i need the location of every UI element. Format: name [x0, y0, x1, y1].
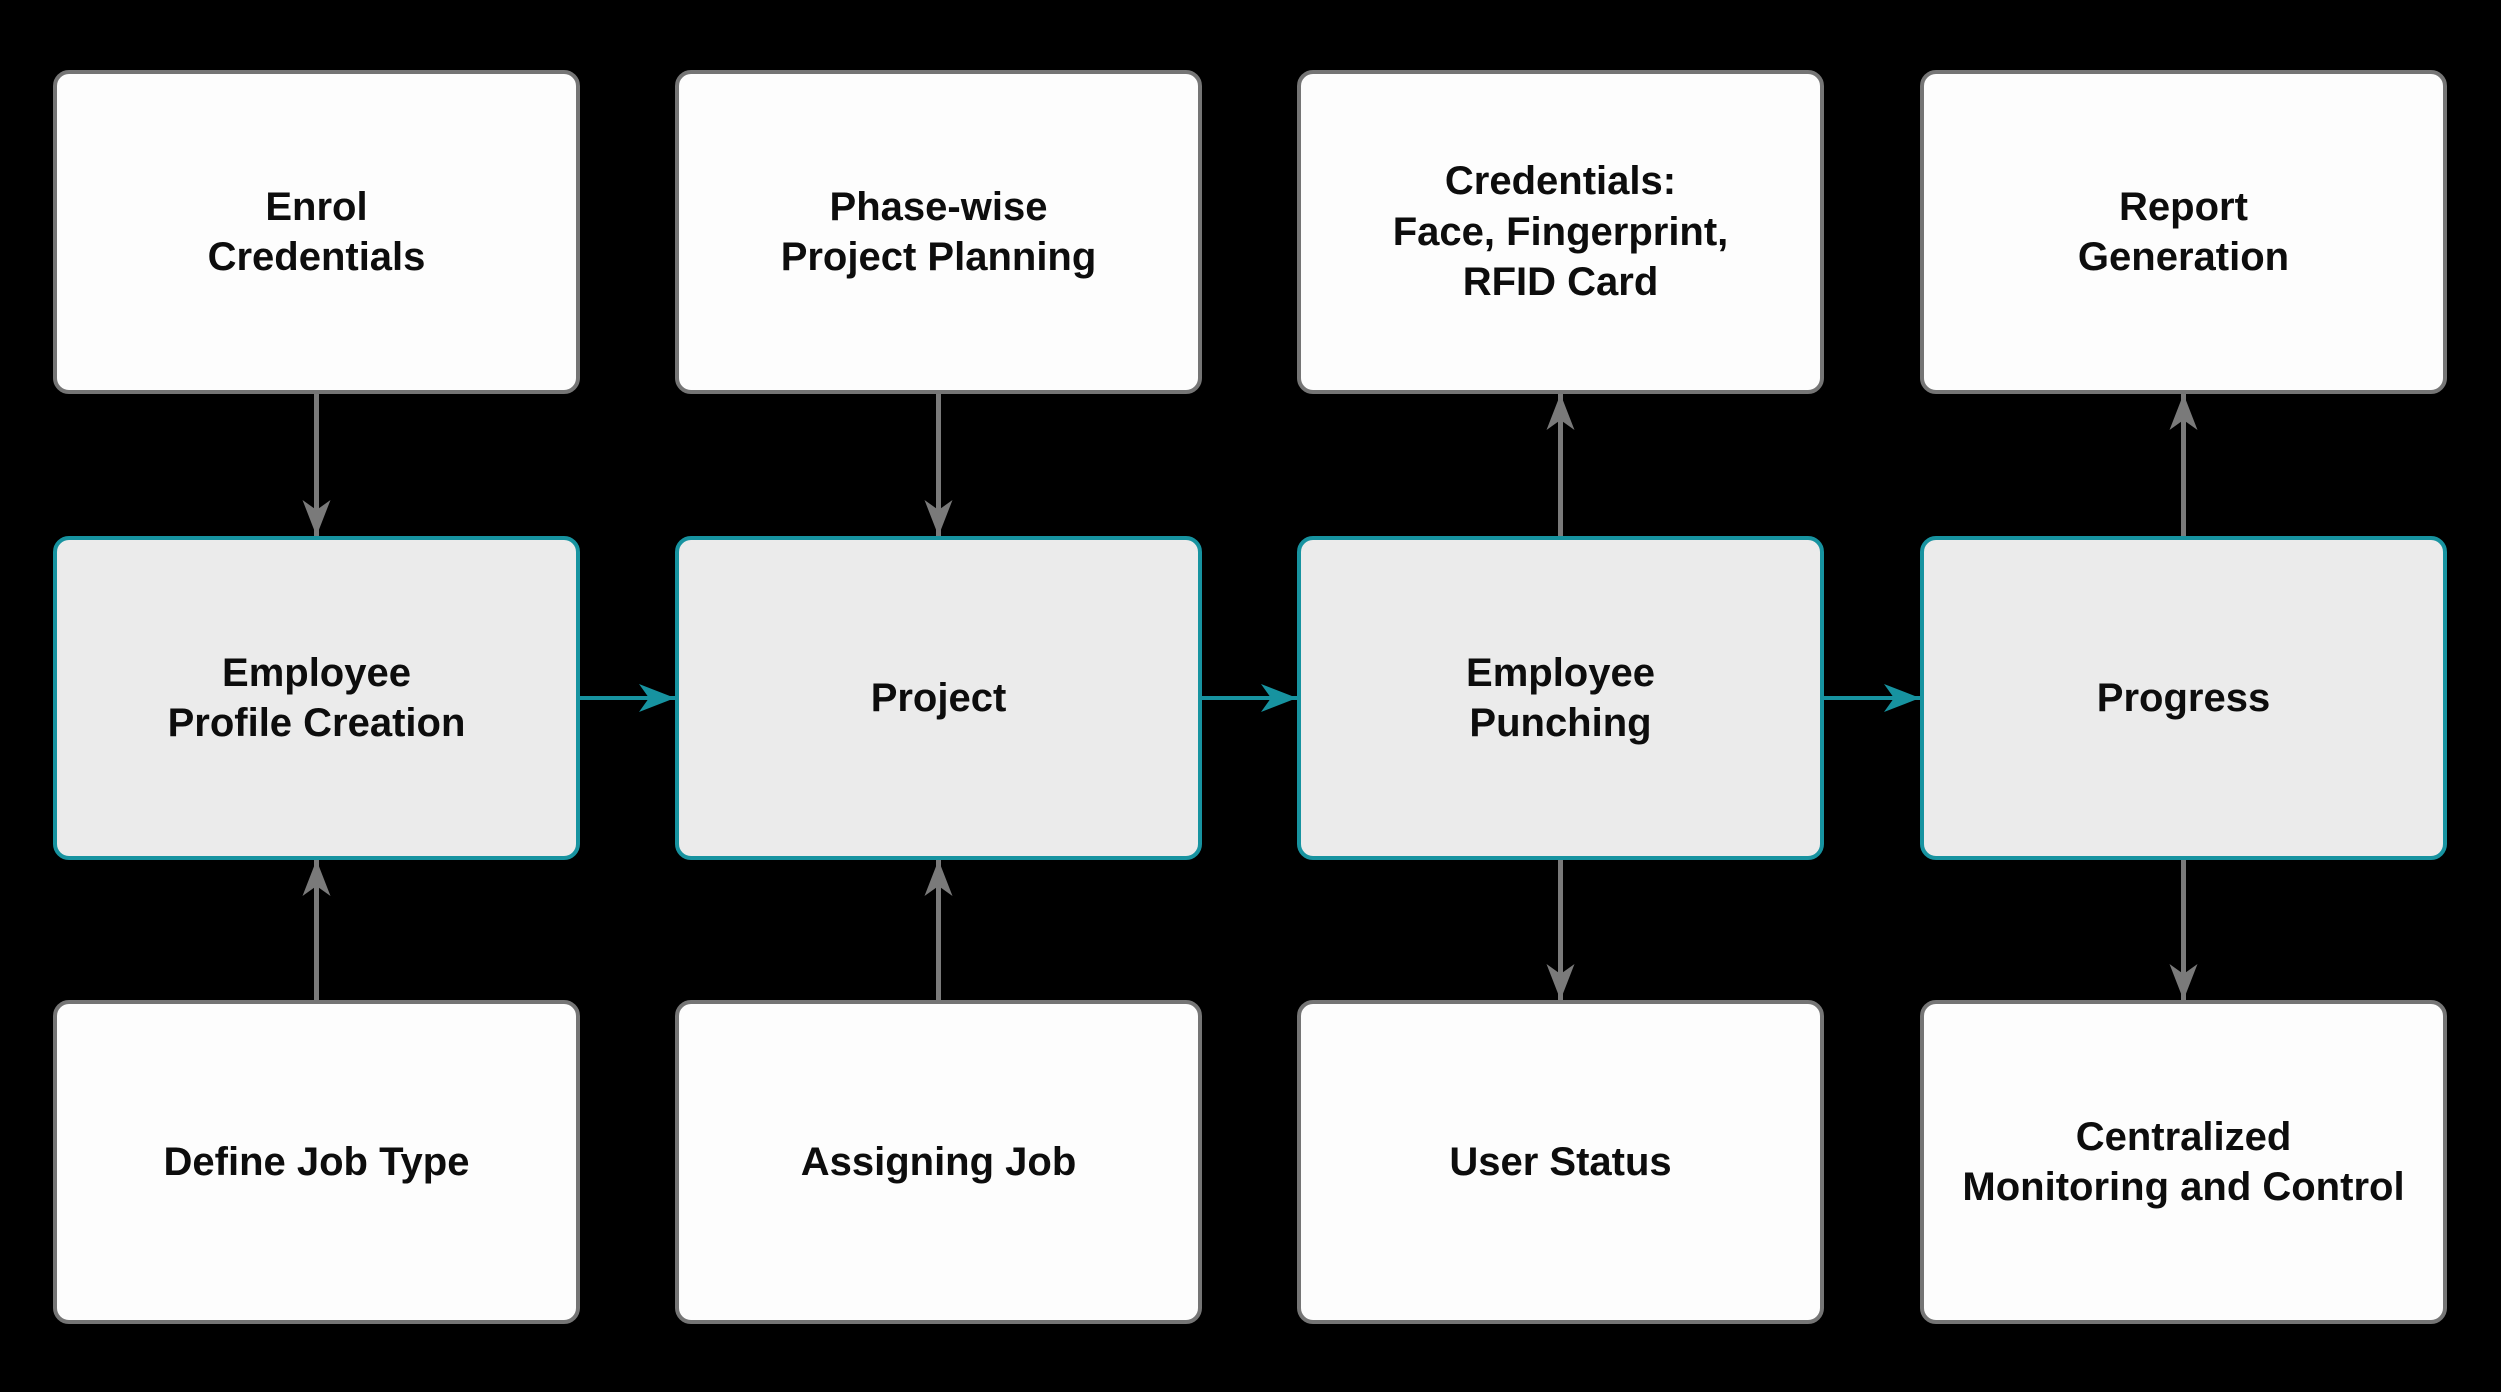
node-user-status: User Status [1297, 1000, 1824, 1324]
node-label: Employee Profile Creation [167, 650, 466, 745]
node-employee-profile-creation: Employee Profile Creation [53, 536, 580, 860]
node-define-job-type: Define Job Type [53, 1000, 580, 1324]
node-label: Centralized Monitoring and Control [1962, 1114, 2405, 1209]
node-label: User Status [1449, 1139, 1672, 1184]
node-label: Credentials: Face, Fingerprint, RFID Car… [1392, 159, 1729, 305]
node-label: Report Generation [2077, 184, 2290, 279]
node-report-generation: Report Generation [1920, 70, 2447, 394]
node-progress: Progress [1920, 536, 2447, 860]
node-label: Progress [2096, 675, 2271, 720]
node-label: Enrol Credentials [207, 184, 426, 279]
node-centralized-monitoring-and-control: Centralized Monitoring and Control [1920, 1000, 2447, 1324]
node-label: Define Job Type [163, 1139, 470, 1184]
node-credentials-face-fingerprint-rfid: Credentials: Face, Fingerprint, RFID Car… [1297, 70, 1824, 394]
node-assigning-job: Assigning Job [675, 1000, 1202, 1324]
node-label: Project [870, 675, 1007, 720]
node-enrol-credentials: Enrol Credentials [53, 70, 580, 394]
node-phase-wise-project-planning: Phase-wise Project Planning [675, 70, 1202, 394]
node-label: Phase-wise Project Planning [780, 184, 1097, 279]
node-label: Assigning Job [800, 1139, 1077, 1184]
node-label: Employee Punching [1466, 650, 1655, 745]
node-project: Project [675, 536, 1202, 860]
node-employee-punching: Employee Punching [1297, 536, 1824, 860]
